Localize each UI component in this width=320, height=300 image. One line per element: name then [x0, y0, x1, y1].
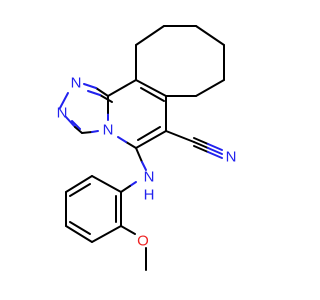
molecule-structure-diagram: N N N N N H O — [57, 25, 237, 271]
bond — [195, 79, 225, 97]
bond — [95, 87, 109, 97]
triazole-nitrogen-top-label: N — [71, 75, 82, 92]
bond — [120, 185, 131, 193]
amine-nitrogen-label: N — [144, 169, 155, 186]
amine-linkage — [120, 147, 147, 193]
bond — [193, 141, 209, 149]
bond — [65, 116, 76, 128]
bond — [83, 83, 97, 89]
cyclohexane-ring — [135, 25, 225, 97]
bond — [195, 25, 225, 46]
bond — [69, 221, 91, 235]
triazole-ring — [59, 83, 113, 134]
bond — [193, 137, 209, 145]
bond — [207, 151, 223, 159]
bond — [140, 87, 165, 102]
bond — [135, 130, 167, 149]
bond — [99, 94, 113, 103]
bond — [125, 141, 137, 149]
bond — [81, 131, 93, 134]
bond — [65, 175, 93, 193]
bond — [193, 145, 209, 153]
bond — [135, 25, 165, 46]
methoxyphenyl-ring — [65, 175, 122, 243]
bond — [207, 147, 223, 155]
bond — [87, 90, 101, 96]
methoxy-oxygen-label: O — [137, 233, 149, 250]
bond — [120, 225, 136, 235]
bond — [65, 225, 93, 243]
bond — [129, 181, 137, 187]
bond — [91, 175, 122, 193]
nitrile-group — [165, 130, 223, 159]
amine-hydrogen-label: H — [144, 187, 155, 204]
bond — [117, 136, 127, 143]
bond — [69, 183, 91, 197]
bond — [141, 161, 147, 171]
methoxy-group — [120, 225, 147, 271]
bond — [135, 79, 167, 97]
bond — [107, 79, 137, 97]
bond — [91, 225, 122, 243]
bond — [74, 126, 83, 134]
bond — [165, 130, 195, 143]
bond — [71, 120, 81, 130]
bond — [135, 147, 143, 163]
bond — [91, 130, 99, 133]
bond — [207, 143, 223, 151]
bridgehead-nitrogen-label: N — [103, 122, 114, 139]
bond — [137, 126, 161, 141]
nitrile-nitrogen-label: N — [226, 149, 237, 166]
bond — [59, 92, 69, 109]
triazole-nitrogen-left-label: N — [57, 105, 68, 122]
